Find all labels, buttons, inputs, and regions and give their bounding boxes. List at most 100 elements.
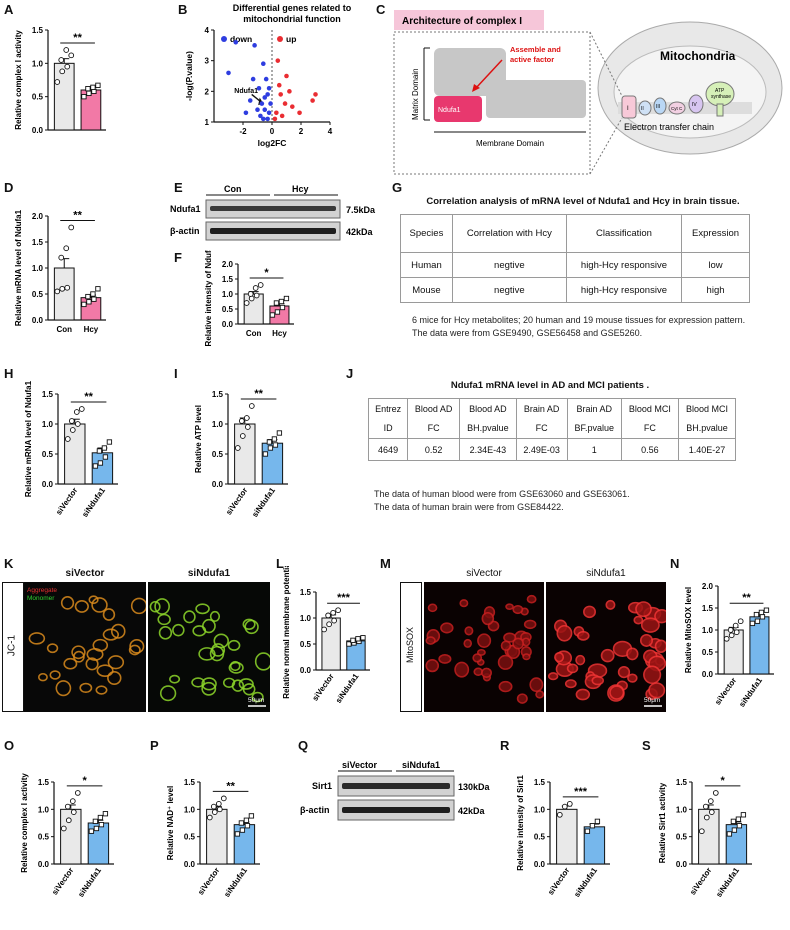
y-tick-label: 0.5 xyxy=(184,833,196,842)
panel-label-o: O xyxy=(4,738,15,753)
cell xyxy=(654,639,666,653)
y-tick-label: 1.0 xyxy=(300,614,312,623)
x-category-label: siNdufa1 xyxy=(334,672,361,705)
cell xyxy=(154,598,170,615)
data-point xyxy=(253,292,260,299)
y-tick-label: 0.0 xyxy=(676,860,688,869)
cell xyxy=(575,654,586,666)
cell xyxy=(627,673,638,683)
cell xyxy=(529,677,544,693)
complex-iii-icon xyxy=(653,97,667,115)
data-point xyxy=(708,809,715,815)
data-point xyxy=(59,68,66,75)
blot-e-band-strip2 xyxy=(210,228,336,234)
cell xyxy=(201,677,217,691)
data-point xyxy=(238,418,245,424)
volcano-y-label: -log(P.value) xyxy=(184,51,194,101)
significance-stars: ** xyxy=(84,391,93,403)
y-tick-label: 1.0 xyxy=(38,805,50,814)
table-j-h1: Brain AD xyxy=(515,398,568,419)
x-category-label: siNdufa1 xyxy=(250,486,277,519)
table-j-h2: BH.pvalue xyxy=(677,418,737,439)
y-tick-label: 1.5 xyxy=(32,238,44,247)
significance-stars: ** xyxy=(226,780,235,792)
cell xyxy=(169,674,181,684)
volcano-point-down xyxy=(256,85,262,91)
table-j-h2: FC xyxy=(407,418,461,439)
x-category-label: siNdufa1 xyxy=(222,866,249,899)
y-tick-label: 1.0 xyxy=(42,420,54,429)
volcano-point-up xyxy=(282,101,288,106)
data-point xyxy=(276,430,283,436)
cell xyxy=(198,647,216,661)
factor-arrowhead xyxy=(472,84,480,92)
volcano-point-down xyxy=(265,116,270,122)
cell xyxy=(158,626,173,640)
data-point xyxy=(566,801,573,807)
data-point xyxy=(69,798,76,804)
data-point xyxy=(70,809,77,815)
data-point xyxy=(102,454,109,460)
y-tick-label: 0.0 xyxy=(184,860,196,869)
etc-label: Electron transfer chain xyxy=(624,122,714,132)
data-point xyxy=(90,291,96,297)
cell xyxy=(79,682,93,694)
data-point xyxy=(54,288,61,295)
cell xyxy=(464,626,474,636)
significance-stars: ** xyxy=(73,209,82,221)
data-point xyxy=(267,445,274,451)
panel-label-f: F xyxy=(174,250,182,265)
data-point xyxy=(257,282,264,288)
y-axis-label: Relative mRNA level of Ndufa1 xyxy=(24,380,33,497)
table-g-cell: negtive xyxy=(451,277,567,303)
data-point xyxy=(58,57,65,63)
volcano-point-down xyxy=(266,110,272,116)
cell xyxy=(85,657,99,671)
cell xyxy=(202,618,216,634)
blot-e-group2: Hcy xyxy=(292,184,309,194)
volcano-x-tick-label: 0 xyxy=(270,127,275,136)
data-point xyxy=(220,795,227,802)
data-point xyxy=(763,607,770,613)
jc1-legend-aggregate: Aggregate xyxy=(27,587,57,594)
y-tick-label: 1.5 xyxy=(534,778,546,787)
panel-label-e: E xyxy=(174,180,183,195)
x-category-label: Con xyxy=(56,325,72,334)
data-point xyxy=(707,798,714,804)
factor-arrow xyxy=(475,59,503,89)
y-axis-label: Relative mRNA level of Ndufa1 xyxy=(14,209,23,326)
volcano-annotation: Ndufa1 xyxy=(234,88,258,95)
y-tick-label: 1.5 xyxy=(222,275,234,284)
panel-label-p: P xyxy=(150,738,159,753)
data-point xyxy=(730,818,737,825)
y-tick-label: 0.5 xyxy=(38,833,50,842)
cell xyxy=(129,638,145,654)
cell xyxy=(102,628,120,641)
volcano-point-down xyxy=(262,95,268,100)
data-point xyxy=(346,641,352,647)
cell xyxy=(438,654,452,664)
table-g-title: Correlation analysis of mRNA level of Nd… xyxy=(426,196,740,207)
cell xyxy=(55,680,72,697)
complex-i-label: I xyxy=(627,106,629,112)
jc1-scale-label: 50μm xyxy=(248,697,264,704)
data-point xyxy=(59,285,66,292)
significance-stars: * xyxy=(82,775,87,787)
cell xyxy=(554,652,565,663)
volcano-point-up xyxy=(278,92,283,97)
table-j-cell: 4649 xyxy=(367,438,409,461)
cell xyxy=(481,611,495,626)
x-category-label: siNdufa1 xyxy=(80,486,107,519)
complex-iii-label: III xyxy=(656,104,660,110)
mitochondria-label: Mitochondria xyxy=(660,49,736,63)
data-point xyxy=(216,806,223,813)
volcano-y-tick-label: 4 xyxy=(205,26,210,35)
data-point xyxy=(726,831,733,837)
cell xyxy=(576,630,590,641)
complex-i-schematic: Architecture of complex I Ndufa1 Assembl… xyxy=(393,10,783,175)
y-tick-label: 1.5 xyxy=(702,604,714,613)
cell xyxy=(591,675,604,686)
table-g-cell: high-Hcy responsive xyxy=(565,277,683,303)
